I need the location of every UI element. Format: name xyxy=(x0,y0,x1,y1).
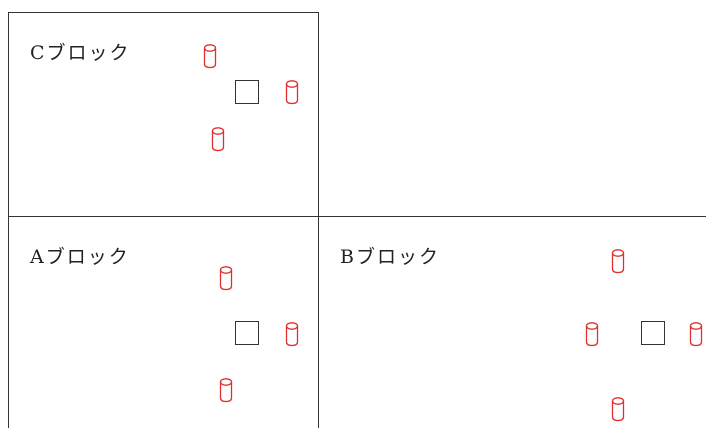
table-icon xyxy=(641,321,665,345)
divider-vertical xyxy=(318,12,319,428)
left-border xyxy=(8,12,9,428)
divider-horizontal xyxy=(8,216,706,217)
chair-icon xyxy=(285,79,299,105)
chair-icon xyxy=(219,377,233,403)
chair-icon xyxy=(203,43,217,69)
chair-icon xyxy=(285,321,299,347)
chair-icon xyxy=(211,126,225,152)
block-c-label: Cブロック xyxy=(30,42,131,64)
top-border-c xyxy=(8,12,318,13)
block-a-label: Aブロック xyxy=(30,246,130,268)
chair-icon xyxy=(585,321,599,347)
chair-icon xyxy=(611,248,625,274)
table-icon xyxy=(235,80,259,104)
chair-icon xyxy=(689,321,703,347)
chair-icon xyxy=(611,396,625,422)
chair-icon xyxy=(219,265,233,291)
block-b-label: Bブロック xyxy=(340,246,440,268)
table-icon xyxy=(235,321,259,345)
